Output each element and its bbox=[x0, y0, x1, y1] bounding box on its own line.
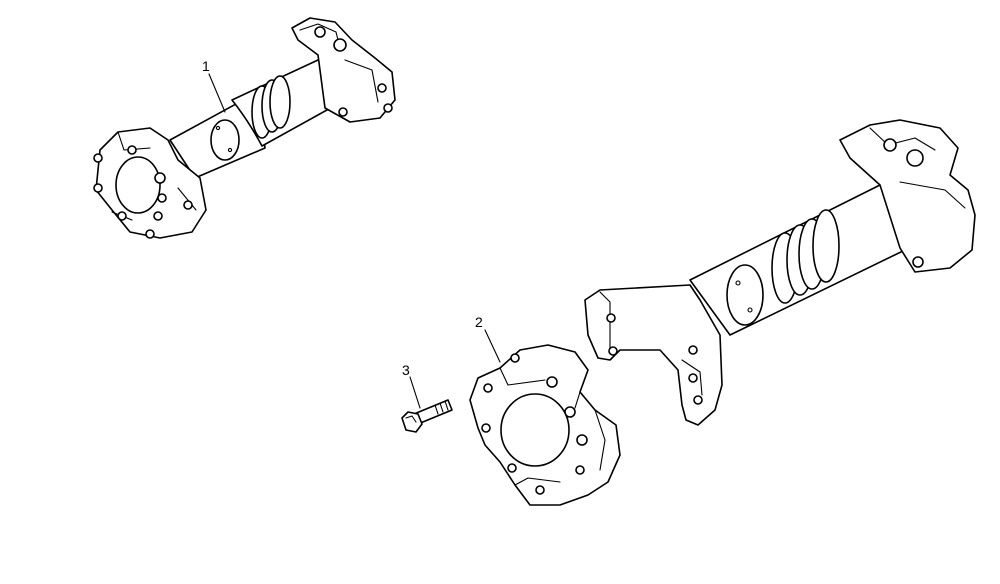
propeller-shaft-assembly-small[interactable] bbox=[93, 17, 396, 239]
leader-line-2 bbox=[484, 329, 501, 363]
callout-2: 2 bbox=[475, 314, 501, 363]
callout-3: 3 bbox=[402, 362, 421, 409]
callout-label-2: 2 bbox=[475, 314, 483, 330]
flange-bolt[interactable] bbox=[401, 399, 453, 433]
leader-line-1 bbox=[208, 73, 226, 113]
leader-line-3 bbox=[409, 376, 421, 409]
callout-label-3: 3 bbox=[402, 362, 410, 378]
callout-1: 1 bbox=[202, 58, 226, 113]
universal-joint-spider[interactable] bbox=[469, 344, 621, 506]
callout-label-1: 1 bbox=[202, 58, 210, 74]
propeller-shaft-assembly-large[interactable] bbox=[584, 119, 976, 426]
